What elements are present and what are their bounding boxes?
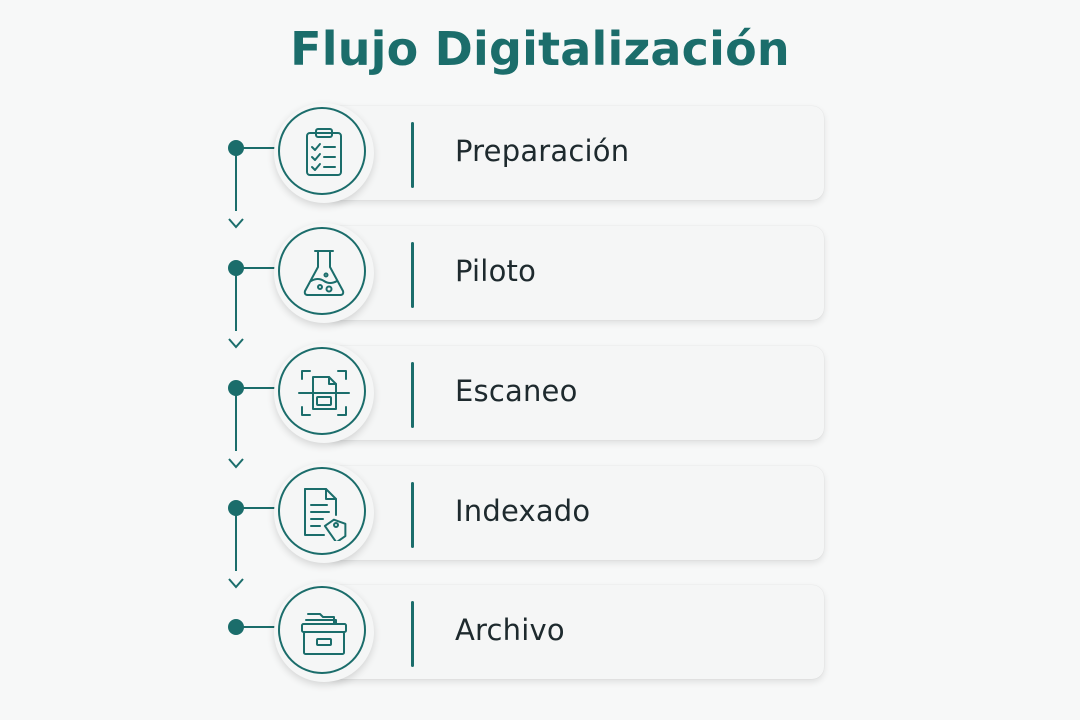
step-label: Indexado bbox=[455, 494, 591, 528]
step-divider bbox=[411, 482, 414, 548]
step-label: Escaneo bbox=[455, 374, 578, 408]
icon-ring bbox=[278, 107, 366, 195]
icon-ring bbox=[278, 586, 366, 674]
icon-ring bbox=[278, 467, 366, 555]
step-escaneo: Escaneo bbox=[0, 342, 1080, 443]
step-card bbox=[326, 226, 824, 320]
step-label: Preparación bbox=[455, 134, 630, 168]
step-card bbox=[326, 585, 824, 679]
step-icon-badge bbox=[274, 223, 374, 323]
step-divider bbox=[411, 362, 414, 428]
step-archivo: Archivo bbox=[0, 581, 1080, 682]
step-divider bbox=[411, 242, 414, 308]
clipboard-checklist-icon bbox=[306, 128, 342, 176]
diagram-title: Flujo Digitalización bbox=[290, 22, 790, 76]
step-divider bbox=[411, 122, 414, 188]
step-card bbox=[326, 346, 824, 440]
icon-ring bbox=[278, 347, 366, 435]
step-label: Archivo bbox=[455, 613, 565, 647]
step-icon-badge bbox=[274, 582, 374, 682]
step-preparacion: Preparación bbox=[0, 102, 1080, 203]
step-indexado: Indexado bbox=[0, 462, 1080, 563]
document-scan-icon bbox=[298, 370, 350, 416]
step-card bbox=[326, 466, 824, 560]
step-icon-badge bbox=[274, 343, 374, 443]
step-icon-badge bbox=[274, 463, 374, 563]
step-icon-badge bbox=[274, 103, 374, 203]
flask-icon bbox=[303, 250, 345, 296]
icon-ring bbox=[278, 227, 366, 315]
step-label: Piloto bbox=[455, 254, 537, 288]
step-divider bbox=[411, 601, 414, 667]
archive-box-icon bbox=[301, 613, 347, 655]
step-card bbox=[326, 106, 824, 200]
document-tag-icon bbox=[304, 488, 347, 541]
step-piloto: Piloto bbox=[0, 222, 1080, 323]
